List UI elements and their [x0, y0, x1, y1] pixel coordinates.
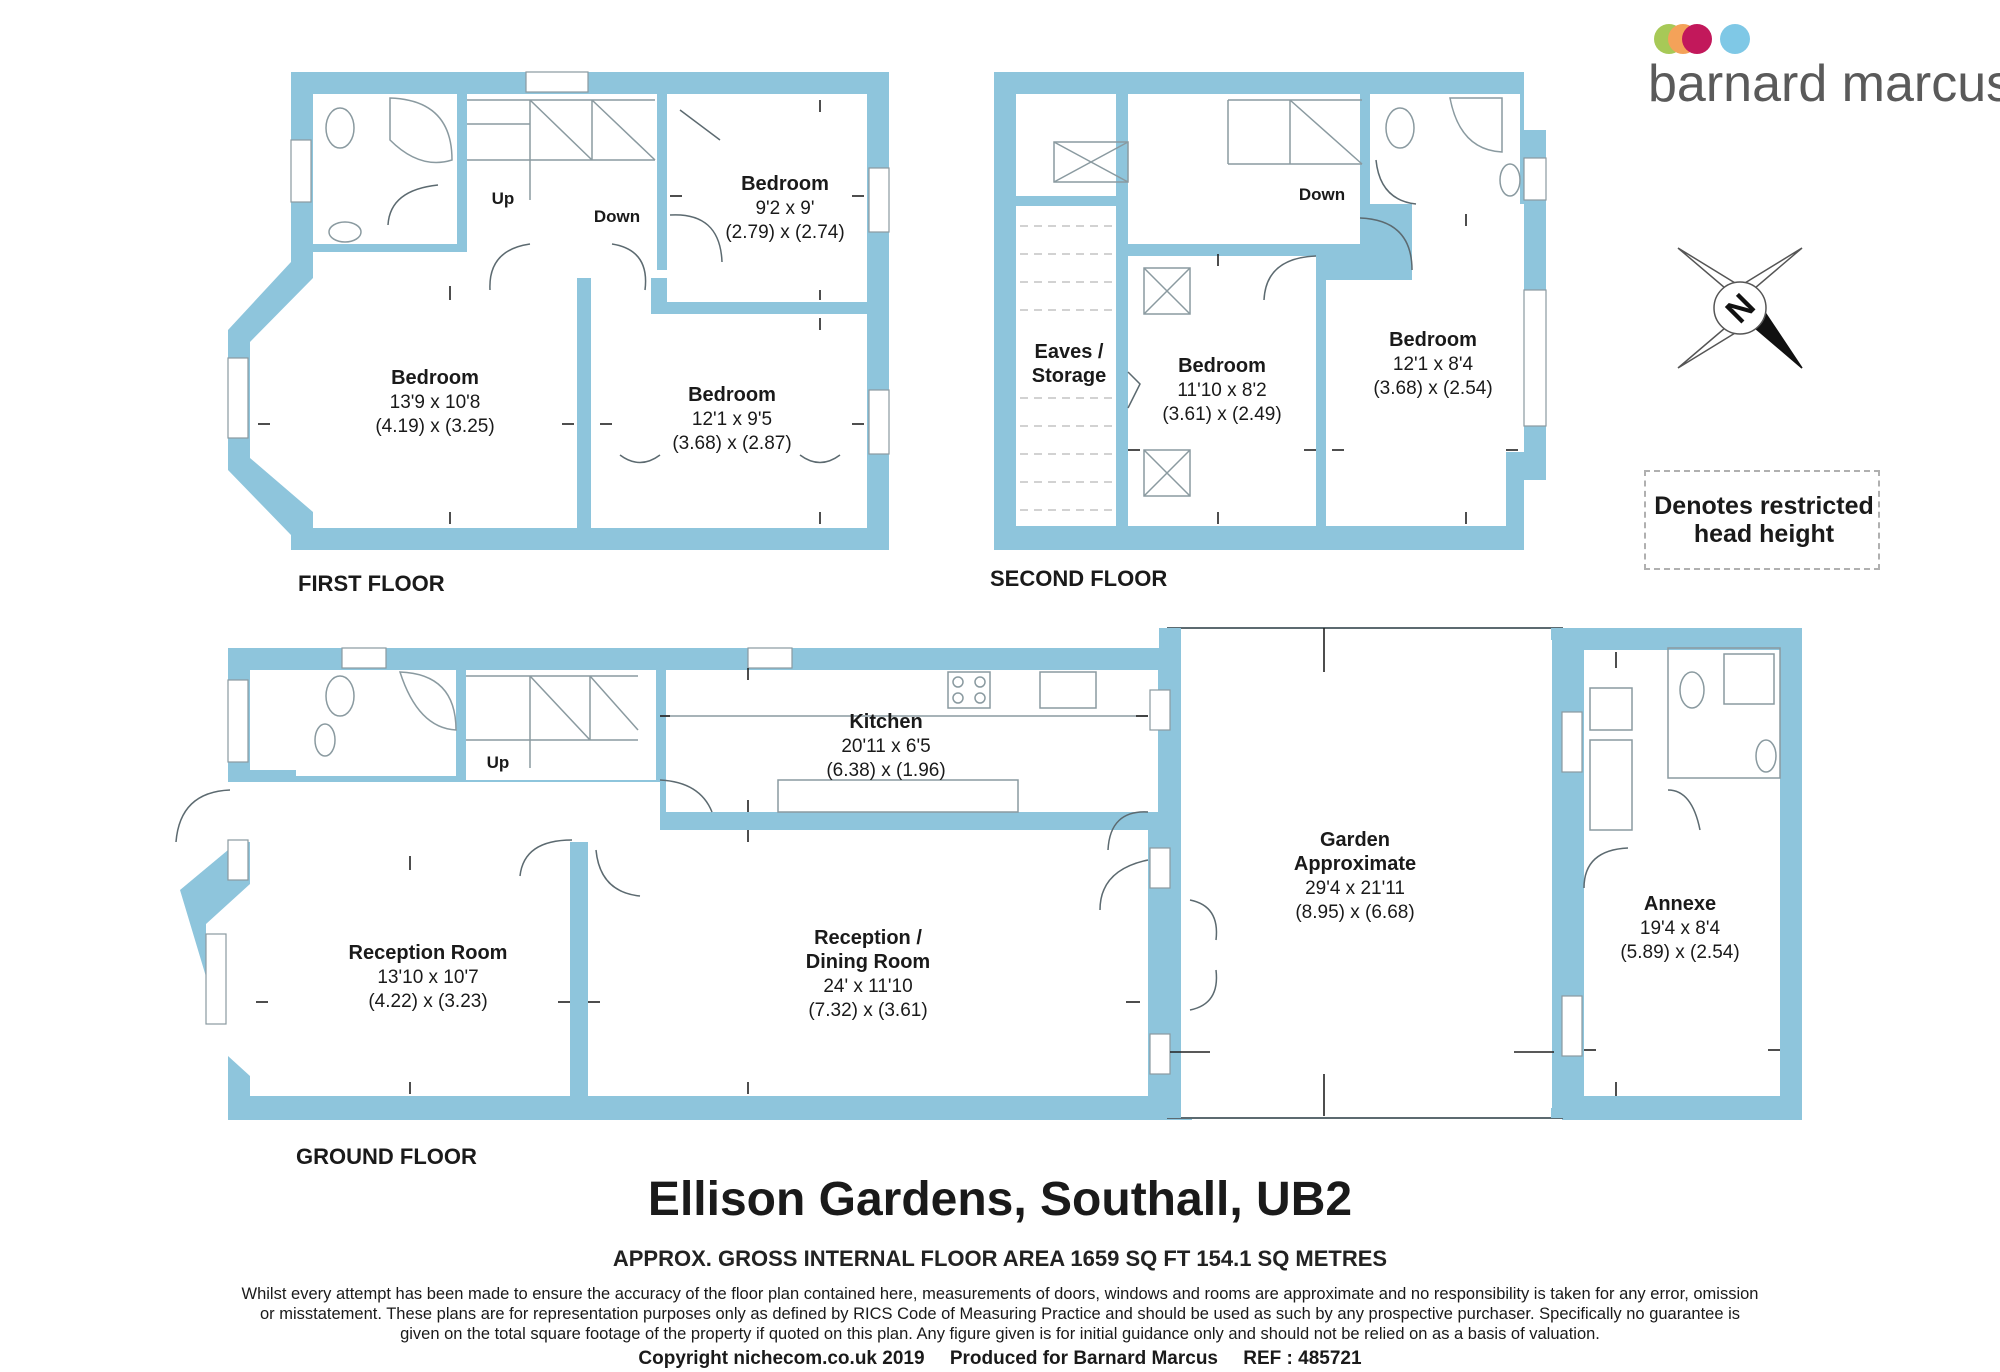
first-bedroom-c-name: Bedroom: [688, 384, 776, 406]
annexe-dim-metric: (5.89) x (2.54): [1620, 942, 1739, 963]
garden-dim-imperial: 29'4 x 21'11: [1305, 878, 1405, 899]
first-bedroom-a-dim-imperial: 9'2 x 9': [755, 198, 814, 219]
annexe-dim-imperial: 19'4 x 8'4: [1640, 918, 1721, 939]
first-floor-label: FIRST FLOOR: [298, 571, 445, 596]
second-bedroom-b-dim-imperial: 12'1 x 8'4: [1393, 354, 1474, 375]
copyright-text: Copyright nichecom.co.uk 2019: [638, 1348, 925, 1369]
second-eaves-line1: Eaves /: [1035, 341, 1104, 363]
garden-dim-metric: (8.95) x (6.68): [1295, 902, 1414, 923]
first-bedroom-b-name: Bedroom: [391, 367, 479, 389]
dining-room-name-line1: Reception /: [814, 927, 922, 949]
dining-room-dim-metric: (7.32) x (3.61): [808, 1000, 927, 1021]
brand-logo: barnard marcus: [1648, 24, 2000, 114]
first-bedroom-c-dim-metric: (3.68) x (2.87): [672, 433, 791, 454]
first-bedroom-b-dim-metric: (4.19) x (3.25): [375, 416, 494, 437]
second-floor-plan: Down Eaves / Storage Bedroom 11'10 x 8'2…: [990, 72, 1547, 591]
produced-for-text: Produced for Barnard Marcus: [949, 1348, 1218, 1369]
garden-name-line2: Approximate: [1294, 853, 1416, 875]
second-bedroom-a-name: Bedroom: [1178, 355, 1266, 377]
brand-name: barnard marcus: [1648, 55, 2000, 113]
first-bedroom-a-name: Bedroom: [741, 173, 829, 195]
first-bedroom-a-dim-metric: (2.79) x (2.74): [725, 222, 844, 243]
kitchen-dim-imperial: 20'11 x 6'5: [841, 736, 930, 757]
dining-room-dim-imperial: 24' x 11'10: [823, 976, 912, 997]
reception-room-name: Reception Room: [349, 942, 508, 964]
first-floor-plan: Up Down Bedroom 9'2 x 9' (2.79) x (2.74)…: [227, 71, 890, 596]
first-bedroom-b-dim-imperial: 13'9 x 10'8: [390, 392, 481, 413]
compass-icon: N: [1677, 247, 1803, 369]
legend-line1: Denotes restricted: [1654, 492, 1874, 520]
reception-room-dim-imperial: 13'10 x 10'7: [377, 967, 478, 988]
legend-text: Denotes restricted head height: [1646, 492, 1882, 548]
kitchen-name: Kitchen: [849, 711, 922, 733]
reception-room-dim-metric: (4.22) x (3.23): [368, 991, 487, 1012]
brand-dot: [1682, 24, 1712, 54]
restricted-height-legend: Denotes restricted head height: [1644, 470, 1880, 570]
first-bedroom-c-dim-imperial: 12'1 x 9'5: [692, 409, 772, 430]
first-floor-stairs-up-label: Up: [492, 189, 515, 208]
second-floor-stairs-down-label: Down: [1299, 185, 1345, 204]
dining-room-name-line2: Dining Room: [806, 951, 930, 973]
property-address: Ellison Gardens, Southall, UB2: [647, 1173, 1353, 1226]
ground-floor-label: GROUND FLOOR: [296, 1144, 477, 1169]
reference-text: REF : 485721: [1243, 1348, 1362, 1369]
second-bedroom-a-dim-imperial: 11'10 x 8'2: [1177, 380, 1266, 401]
second-eaves-line2: Storage: [1032, 365, 1106, 387]
second-bedroom-a-dim-metric: (3.61) x (2.49): [1162, 404, 1281, 425]
second-bedroom-b-name: Bedroom: [1389, 329, 1477, 351]
ground-floor-stairs-up-label: Up: [487, 753, 510, 772]
annexe-name: Annexe: [1644, 893, 1716, 915]
first-floor-stairs-down-label: Down: [594, 207, 640, 226]
brand-dot: [1720, 24, 1750, 54]
garden-name-line1: Garden: [1320, 829, 1390, 851]
copyright-line: Copyright nichecom.co.uk 2019 Produced f…: [0, 1348, 2000, 1370]
kitchen-dim-metric: (6.38) x (1.96): [826, 760, 945, 781]
second-bedroom-b-dim-metric: (3.68) x (2.54): [1373, 378, 1492, 399]
floor-area: APPROX. GROSS INTERNAL FLOOR AREA 1659 S…: [612, 1246, 1388, 1271]
disclaimer-text: Whilst every attempt has been made to en…: [241, 1285, 1759, 1343]
second-floor-label: SECOND FLOOR: [990, 566, 1167, 591]
legend-line2: head height: [1693, 520, 1835, 548]
ground-floor-plan: Up Kitchen 20'11 x 6'5 (6.38) x (1.96) R…: [175, 627, 1802, 1169]
